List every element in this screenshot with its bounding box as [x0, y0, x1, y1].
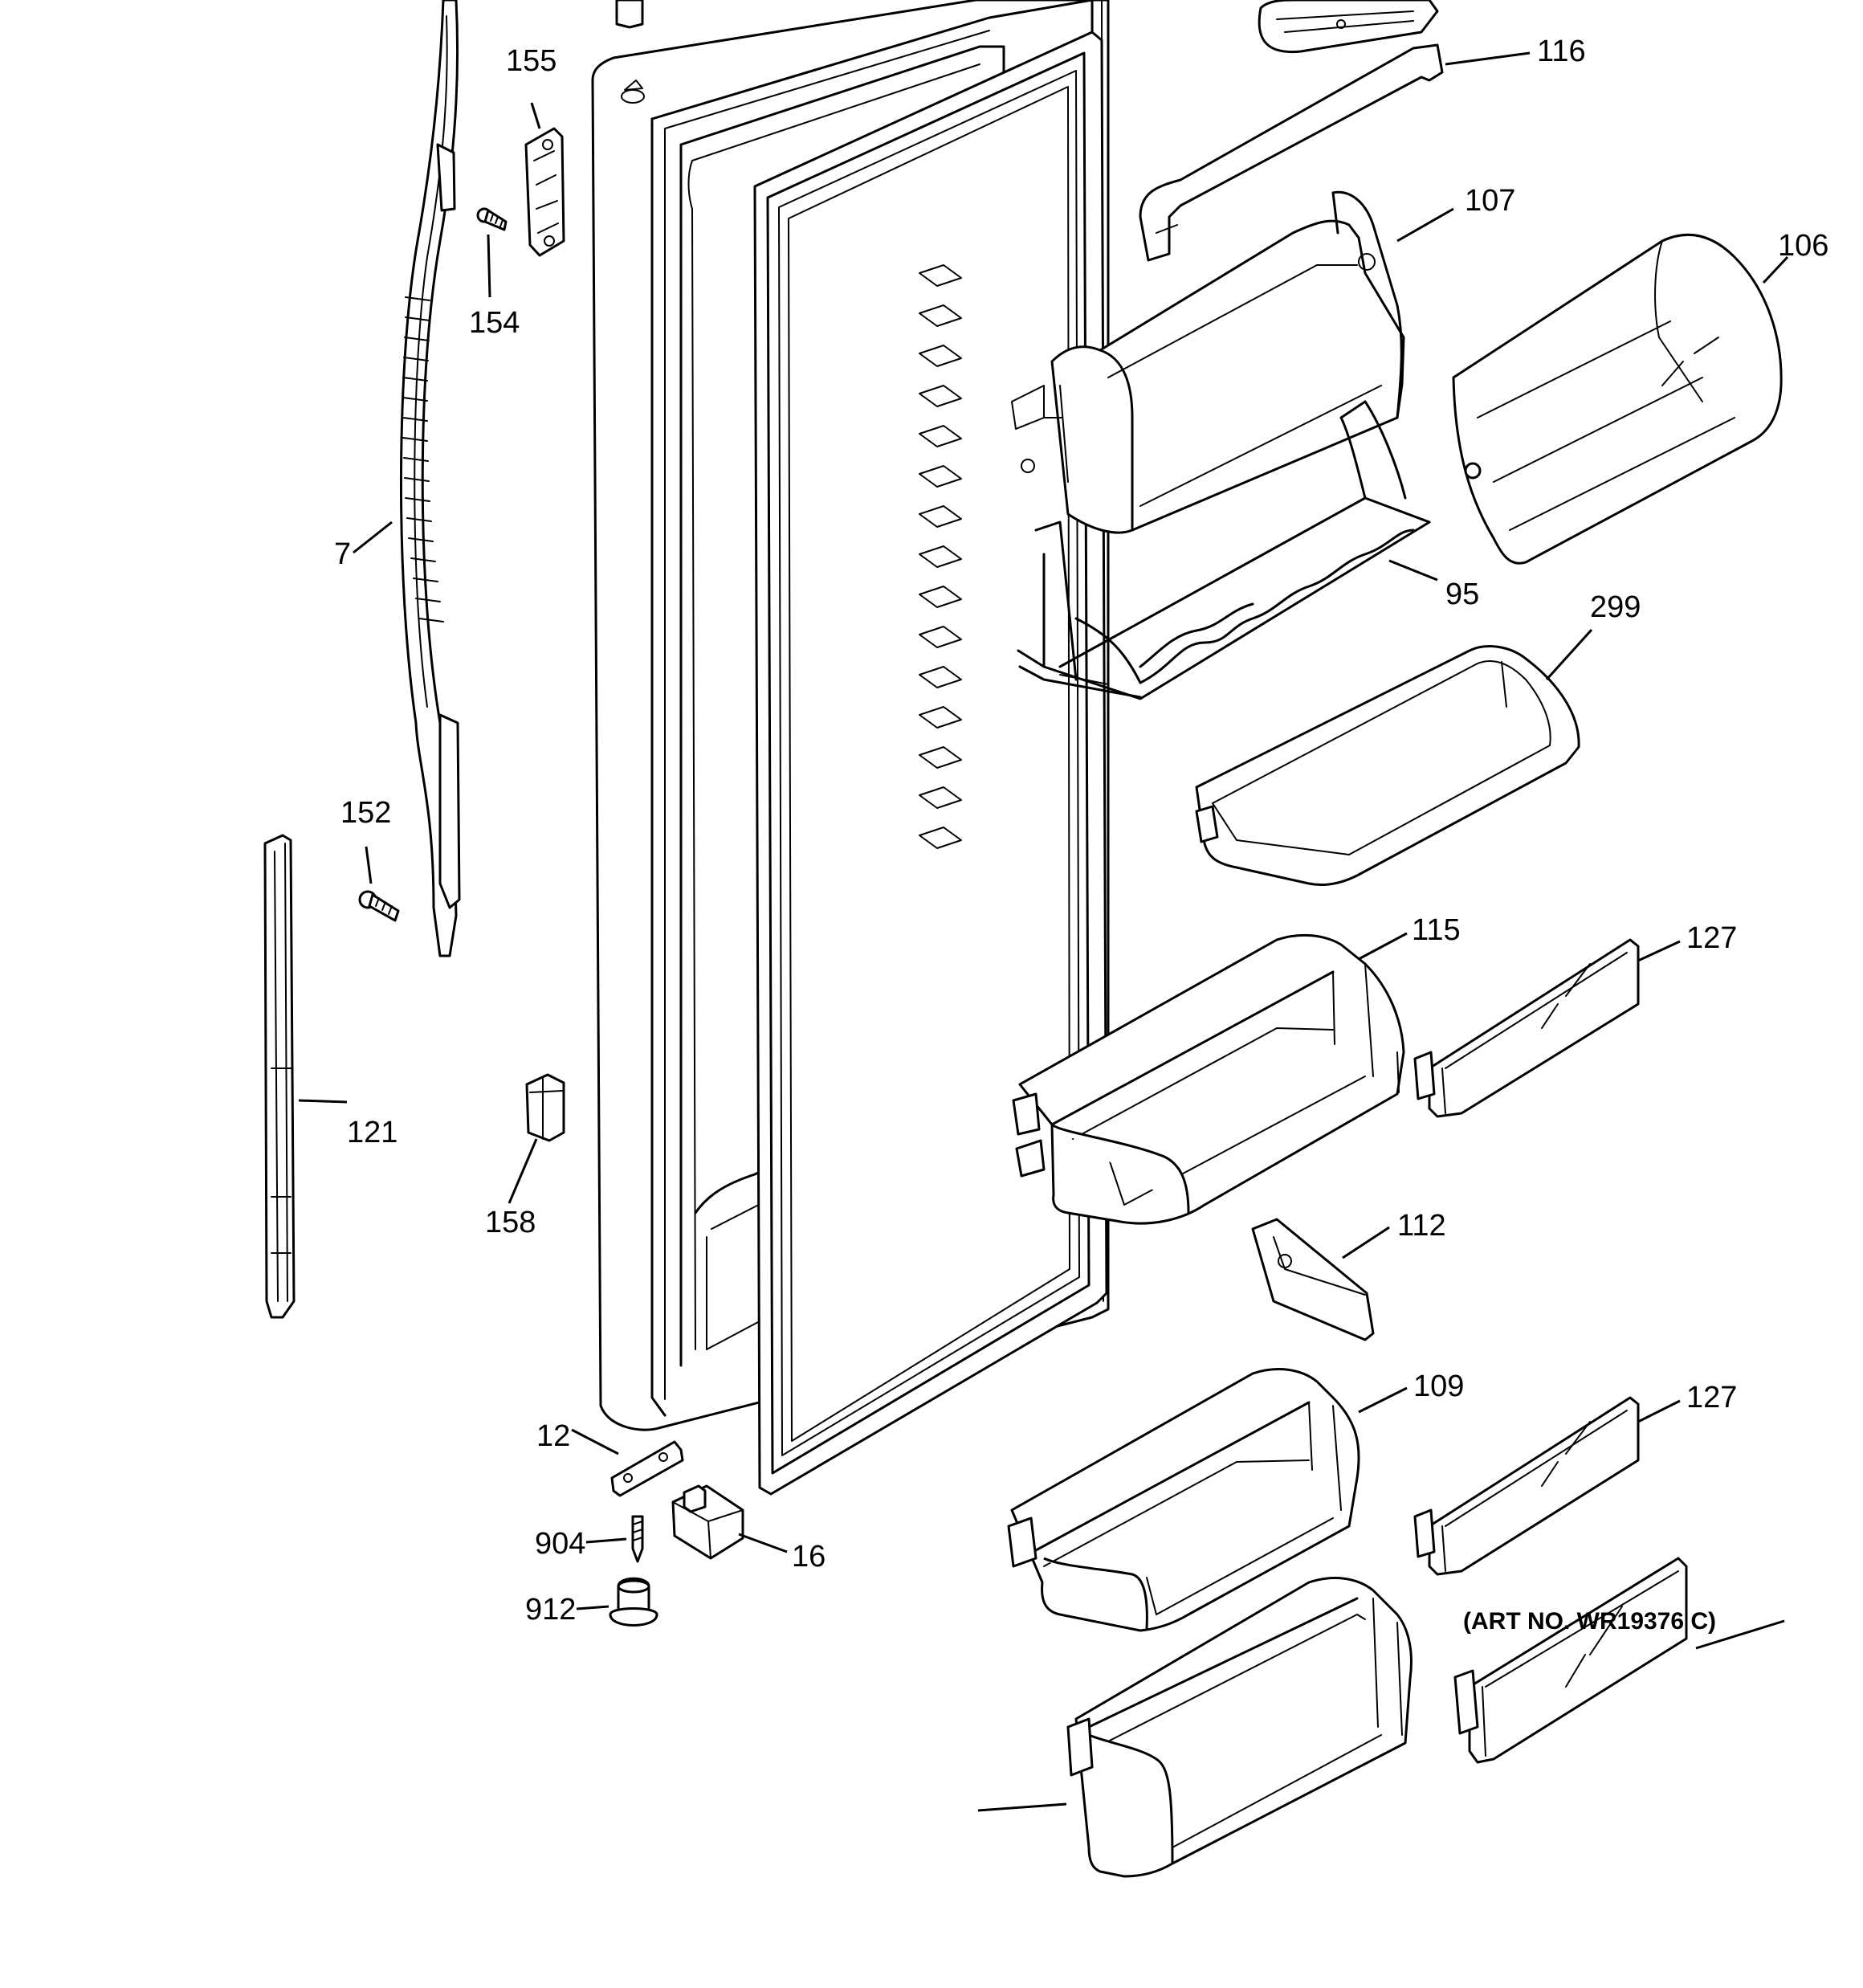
part-904-screw	[631, 1515, 644, 1563]
callout-12: 12	[536, 1419, 570, 1453]
part-107-upper-bin	[1011, 190, 1405, 534]
callout-labels: 155 154 7 152 121 158 12 904 912 16 116 …	[334, 35, 1828, 1635]
callout-121: 121	[347, 1116, 397, 1149]
part-155-hinge-bracket	[524, 127, 565, 257]
leader-lines	[298, 51, 1789, 1812]
callout-904: 904	[535, 1527, 585, 1561]
part-12-bracket	[610, 1440, 684, 1497]
bottom-bin-panel	[1453, 1557, 1688, 1764]
part-116-top-rail	[1139, 0, 1444, 262]
part-299-shallow-bin	[1195, 645, 1580, 887]
part-121-trim-strip	[263, 834, 296, 1319]
part-112-divider	[1251, 1218, 1375, 1341]
part-154-screw	[476, 207, 508, 231]
part-106-cover	[1452, 233, 1783, 565]
callout-112: 112	[1397, 1209, 1446, 1243]
callout-7: 7	[334, 537, 351, 571]
part-158-clip	[525, 1073, 565, 1142]
callout-152: 152	[340, 796, 391, 830]
callout-158: 158	[485, 1206, 536, 1239]
callout-109: 109	[1413, 1370, 1464, 1403]
callout-912: 912	[525, 1593, 576, 1627]
art-number: (ART NO. WR19376 C)	[1463, 1608, 1716, 1635]
part-115-large-bin	[1012, 933, 1405, 1225]
callout-95: 95	[1445, 578, 1479, 611]
part-7-handle-trim	[399, 0, 461, 957]
part-16-hinge-block	[671, 1484, 744, 1560]
door-top-cap	[615, 0, 644, 29]
callout-127-upper: 127	[1686, 921, 1737, 955]
part-127a-bin-panel	[1413, 938, 1640, 1118]
door-shelf-tabs	[919, 264, 962, 849]
callout-127-lower: 127	[1686, 1381, 1737, 1414]
callout-115: 115	[1412, 913, 1461, 947]
part-912-bushing	[609, 1577, 658, 1627]
part-152-screw	[358, 890, 400, 922]
callout-16: 16	[792, 1540, 826, 1574]
callout-155: 155	[506, 44, 556, 78]
callout-299: 299	[1590, 590, 1641, 624]
part-95-wire-rack	[1017, 400, 1431, 700]
part-109-lower-bin	[1007, 1368, 1360, 1632]
callout-107: 107	[1465, 184, 1515, 218]
callout-154: 154	[469, 306, 520, 340]
callout-106: 106	[1778, 229, 1828, 263]
part-127b-bin-panel	[1413, 1396, 1640, 1576]
bottom-door-bin	[1066, 1577, 1413, 1878]
callout-116: 116	[1537, 35, 1586, 68]
